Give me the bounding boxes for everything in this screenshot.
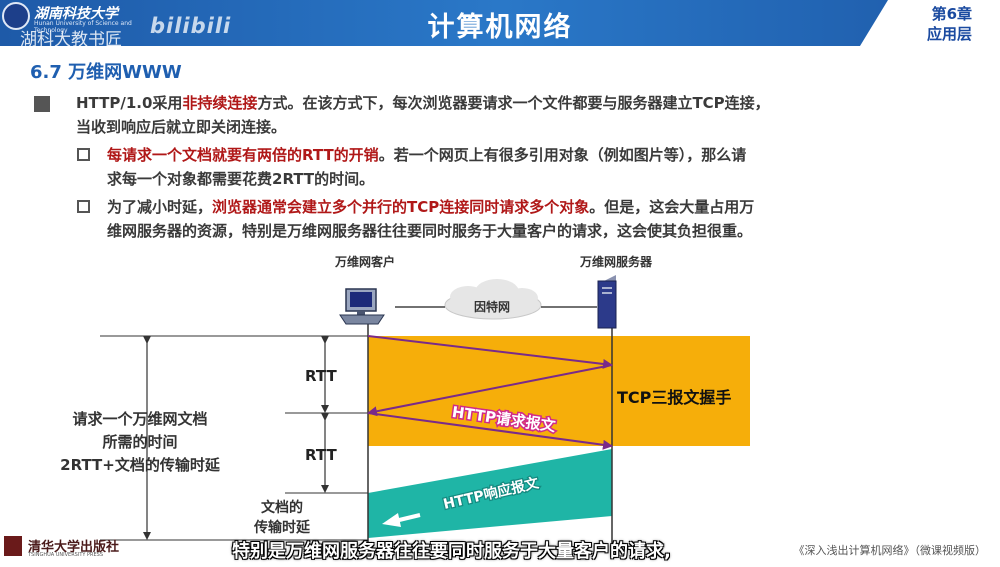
video-subtitle: 特别是万维网服务器往往要同时服务于大量客户的请求,: [232, 541, 671, 562]
transfer-delay-label: 文档的 传输时延: [254, 500, 310, 536]
university-logo-icon: [2, 2, 30, 30]
sub-paragraph-1: 每请求一个文档就要有两倍的RTT的开销。若一个网页上有很多引用对象（例如图片等）…: [107, 146, 747, 188]
header-background: [0, 0, 1000, 46]
highlight-text: 非持续连接: [182, 94, 258, 112]
rtt-label-1: RTT: [305, 367, 337, 385]
syn-arrow: [367, 335, 613, 369]
publisher-seal-icon: [4, 536, 22, 556]
handshake-label: TCP三报文握手: [617, 388, 732, 407]
request-arrow: [367, 412, 613, 450]
server-label: 万维网服务器: [580, 255, 653, 269]
bilibili-logo-icon: bilibili: [150, 14, 232, 38]
book-title: 《深入浅出计算机网络》（微课视频版）: [793, 544, 987, 557]
header-bar: 湖南科技大学 Hunan University of Science and T…: [0, 0, 1000, 50]
server-tower-icon: [597, 275, 617, 329]
publisher-name-en: TSINGHUA UNIVERSITY PRESS: [28, 552, 104, 558]
checkbox-bullet-icon: [77, 148, 90, 161]
response-band: [368, 449, 612, 538]
main-paragraph: HTTP/1.0采用非持续连接方式。在该方式下，每次浏览器要请求一个文件都要与服…: [76, 94, 770, 136]
highlight-text: 每请求一个文档就要有两倍的RTT的开销: [107, 146, 379, 164]
chapter-number: 第6章: [931, 5, 972, 23]
section-title: 6.7 万维网WWW: [30, 62, 182, 83]
chapter-name: 应用层: [926, 25, 972, 43]
internet-cloud-icon: [444, 279, 542, 320]
channel-watermark: 湖科大教书匠: [20, 30, 122, 50]
client-computer-icon: [339, 288, 385, 325]
total-time-label: 请求一个万维网文档 所需的时间 2RTT+文档的传输时延: [60, 410, 220, 474]
synack-arrow: [367, 364, 613, 417]
highlight-text: 浏览器通常会建立多个并行的TCP连接同时请求多个对象: [212, 198, 590, 216]
client-label: 万维网客户: [335, 255, 396, 269]
publisher-name: 清华大学出版社: [28, 540, 120, 555]
checkbox-bullet-icon: [77, 200, 90, 213]
university-name-en: Hunan University of Science and Technolo…: [34, 20, 132, 34]
rtt-label-2: RTT: [305, 446, 337, 464]
sub-paragraph-2: 为了减小时延，浏览器通常会建立多个并行的TCP连接同时请求多个对象。但是，这会大…: [107, 198, 755, 240]
response-arrowhead-icon: [382, 513, 401, 527]
square-bullet-icon: [34, 96, 50, 112]
slide-title: 计算机网络: [427, 12, 573, 43]
internet-label: 因特网: [474, 300, 511, 314]
handshake-band: [368, 336, 750, 446]
university-name: 湖南科技大学: [34, 6, 118, 22]
